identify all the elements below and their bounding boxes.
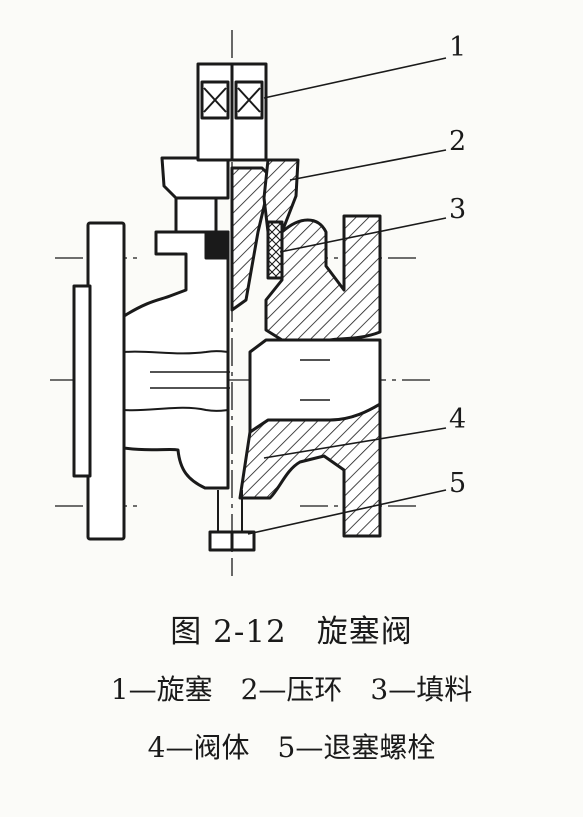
legend-item-valve-body: 4—阀体 [147,731,250,764]
callout-4: 4 [449,404,467,435]
callout-2: 2 [449,126,467,157]
legend-line-2: 4—阀体 5—退塞螺栓 [0,726,583,766]
leader-lines [247,57,447,535]
figure-title: 旋塞阀 [316,614,413,650]
callout-1: 1 [449,32,467,63]
right-half-section [230,62,382,552]
callout-5: 5 [449,468,467,499]
figure-number: 图 2-12 [170,614,287,650]
figure-caption: 图 2-12 旋塞阀 [0,606,583,651]
callout-3: 3 [449,194,467,225]
legend-item-gland-ring: 2—压环 [240,673,343,706]
legend-line-1: 1—旋塞 2—压环 3—填料 [0,668,583,708]
legend-item-plug: 1—旋塞 [110,673,213,706]
legend-item-packing: 3—填料 [370,673,473,706]
plug-valve-drawing [50,30,447,576]
packing-section [266,220,284,280]
plug-section [230,166,272,312]
legend-item-ejector-bolt: 5—退塞螺栓 [277,731,436,764]
left-half-exterior [72,62,234,552]
